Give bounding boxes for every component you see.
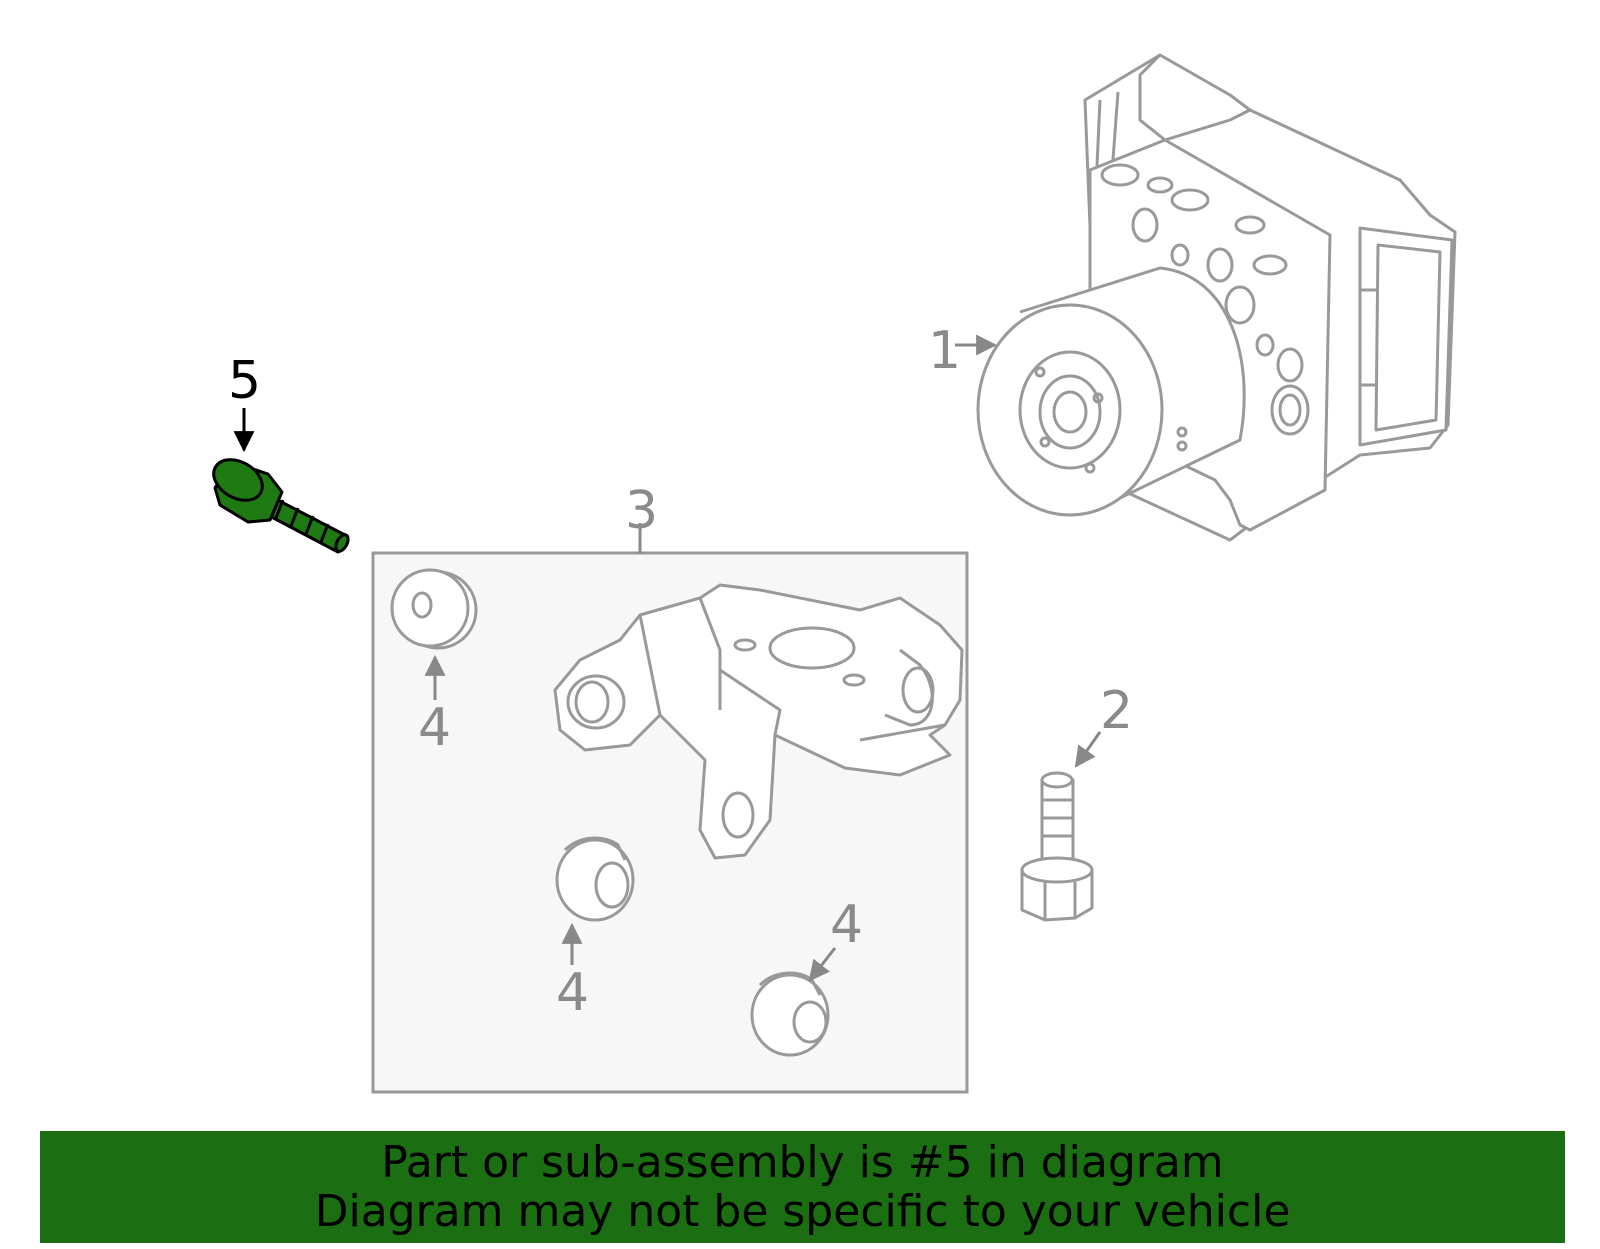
callout-label-part1: 1	[928, 321, 961, 381]
mounting-bracket[interactable]	[553, 583, 964, 860]
bushing-part4-bottom-right[interactable]	[750, 971, 830, 1057]
highlighted-bolt-part5[interactable]	[206, 451, 350, 554]
part-info-banner: Part or sub-assembly is #5 in diagram Di…	[40, 1131, 1565, 1243]
bushing-part4-top-left[interactable]	[390, 568, 478, 650]
banner-line-part-number: Part or sub-assembly is #5 in diagram	[381, 1137, 1224, 1188]
callout-label-part2: 2	[1100, 681, 1133, 741]
callout-label-part4-bottom-right: 4	[830, 895, 863, 955]
callout-label-part5: 5	[228, 351, 261, 411]
callout-label-part4-top-left: 4	[418, 698, 451, 758]
callout-label-part4-center: 4	[556, 963, 589, 1023]
exploded-parts-diagram: 1 2 3	[206, 53, 1457, 1094]
callout-arrow-part4-bottom-right	[808, 947, 837, 982]
banner-line-disclaimer: Diagram may not be specific to your vehi…	[314, 1186, 1291, 1237]
mounting-bolt-part2[interactable]	[1020, 771, 1094, 922]
callout-label-part3: 3	[625, 481, 658, 541]
callout-arrow-part2	[1074, 731, 1102, 768]
bushing-part4-center[interactable]	[555, 836, 635, 922]
abs-hydraulic-unit[interactable]	[976, 53, 1457, 542]
